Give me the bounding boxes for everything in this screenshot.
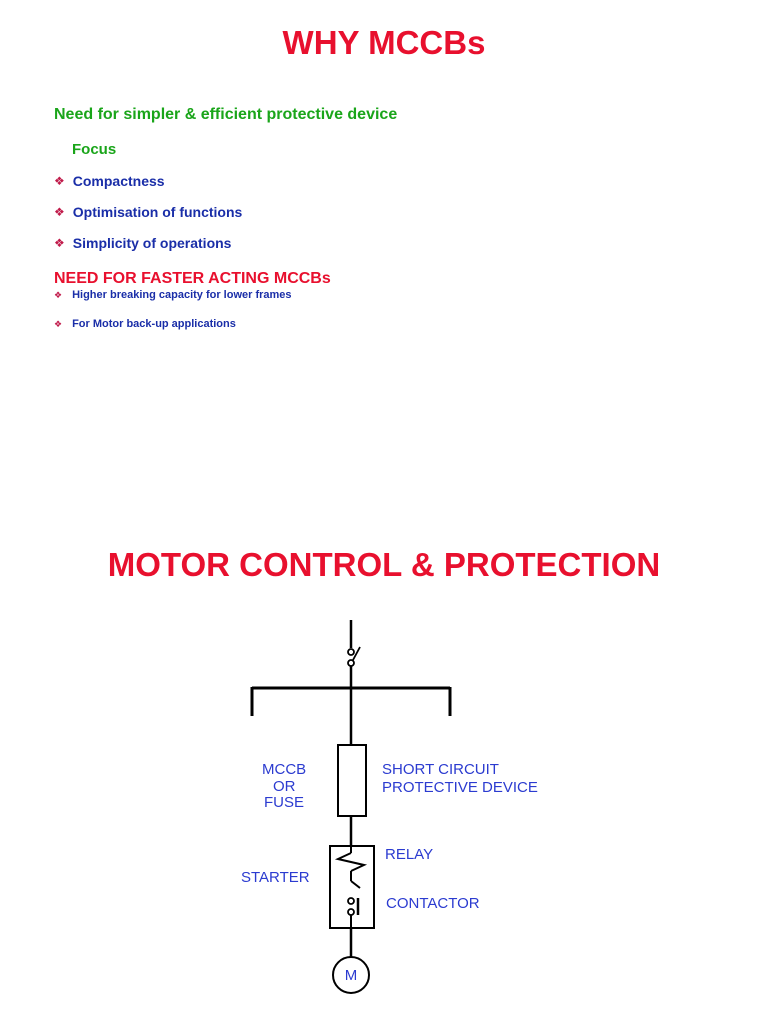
switch-contact-bottom: [347, 659, 355, 667]
focus-item-label: Optimisation of functions: [72, 204, 243, 220]
diamond-bullet-icon: ❖: [54, 236, 65, 250]
need-faster-heading: NEED FOR FASTER ACTING MCCBs: [54, 270, 331, 287]
faster-item: ❖ Higher breaking capacity for lower fra…: [54, 289, 292, 301]
relay-symbol: [334, 852, 368, 872]
contactor-blade: [350, 880, 361, 889]
focus-item: ❖ Compactness: [54, 173, 165, 189]
faster-item: ❖ For Motor back-up applications: [54, 318, 236, 330]
contactor-contact-top: [347, 897, 355, 905]
contactor-contact-bottom: [347, 908, 355, 916]
motor-symbol: [332, 956, 370, 994]
focus-item: ❖ Optimisation of functions: [54, 204, 242, 220]
faster-item-label: For Motor back-up applications: [72, 318, 236, 330]
diamond-bullet-icon: ❖: [54, 205, 65, 219]
fuse-label: FUSE: [264, 794, 305, 811]
focus-label: Focus: [72, 141, 116, 158]
motor-label: M: [345, 967, 358, 984]
starter-label: STARTER: [241, 869, 310, 886]
switch-contact-top: [347, 648, 355, 656]
focus-item-label: Compactness: [72, 173, 165, 189]
focus-item-label: Simplicity of operations: [72, 235, 232, 251]
faster-item-label: Higher breaking capacity for lower frame…: [72, 289, 292, 301]
mccb-label: MCCB: [262, 761, 307, 778]
relay-label: RELAY: [385, 846, 434, 863]
focus-item: ❖ Simplicity of operations: [54, 235, 231, 251]
or-label: OR: [273, 778, 296, 795]
scpd-label-line1: SHORT CIRCUIT: [382, 761, 499, 778]
diamond-bullet-icon: ❖: [54, 174, 65, 188]
focus-text: Focus: [72, 141, 117, 158]
slide-title-motor-control: MOTOR CONTROL & PROTECTION: [107, 546, 661, 583]
scpd-label-line2: PROTECTIVE DEVICE: [382, 779, 538, 796]
diamond-bullet-icon: ❖: [54, 289, 63, 300]
contactor-label: CONTACTOR: [386, 895, 480, 912]
diamond-bullet-icon: ❖: [54, 318, 63, 329]
need-heading: Need for simpler & efficient protective …: [54, 106, 398, 123]
switch-blade: [352, 646, 361, 661]
fuse-symbol: [337, 744, 367, 817]
slide-title-why-mccbs: WHY MCCBs: [282, 24, 486, 61]
